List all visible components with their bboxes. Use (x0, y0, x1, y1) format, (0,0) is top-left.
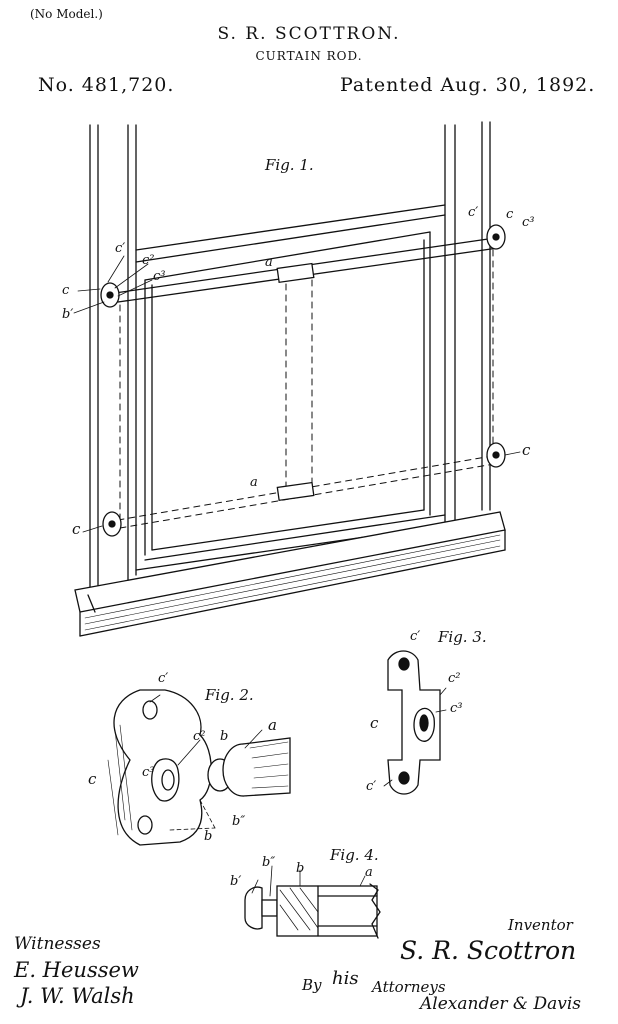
his-label: his (332, 968, 359, 989)
fig1-label-c-right: c (506, 207, 514, 222)
fig2-label-a: a (268, 716, 277, 734)
fig1-label-c-left: c (62, 283, 70, 298)
fig2-label-c3: c³ (142, 765, 155, 780)
fig3-label-c1-top: c′ (410, 629, 421, 644)
patent-title: CURTAIN ROD. (255, 49, 363, 63)
fig2-label-c2: c² (193, 729, 206, 744)
fig2-label-c: c (88, 770, 97, 788)
fig3-label-c2: c² (448, 671, 461, 686)
fig1-label-a-lower: a (250, 475, 258, 490)
fig4-label-b1: b′ (230, 874, 242, 889)
fig1-label-c-lower-left: c (72, 520, 81, 538)
fig3-label-c: c (370, 714, 379, 732)
fig3-plate-drawing (383, 650, 447, 795)
fig2-label-b2: b″ (232, 814, 246, 829)
fig2-title: Fig. 2. (205, 686, 254, 704)
witness-1-signature: E. Heussew (14, 958, 139, 982)
attorneys-label: Attorneys (372, 978, 446, 996)
patent-date: Patented Aug. 30, 1892. (340, 74, 596, 96)
fig4-title: Fig. 4. (330, 846, 379, 864)
fig2-bracket-drawing (107, 689, 291, 846)
fig4-label-b2: b″ (262, 855, 276, 870)
fig3-title: Fig. 3. (438, 628, 487, 646)
fig2-label-b-lower: b (204, 829, 213, 844)
fig4-section-drawing (244, 865, 381, 939)
inventor-signature: S. R. Scottron (400, 936, 577, 965)
fig3-label-c3: c³ (450, 701, 463, 716)
fig1-label-c-lower-right: c (522, 441, 531, 459)
fig4-label-b: b (296, 861, 305, 876)
fig4-label-a: a (365, 865, 373, 880)
by-label: By (302, 976, 322, 994)
fig1-title: Fig. 1. (265, 156, 314, 174)
attorneys-signature: Alexander & Davis (420, 994, 581, 1014)
fig1-window-drawing (73, 121, 521, 637)
fig2-label-b: b (220, 729, 229, 744)
witness-2-signature: J. W. Walsh (20, 984, 135, 1008)
fig3-label-c1-bottom: c′ (366, 779, 377, 794)
fig1-label-c1-right: c′ (468, 205, 479, 220)
fig1-label-c3-right: c³ (522, 215, 535, 230)
fig1-label-b1-left: b′ (62, 307, 74, 322)
inventor-label: Inventor (508, 916, 573, 934)
witnesses-label: Witnesses (14, 934, 101, 954)
fig1-label-c1-left: c′ (115, 241, 126, 256)
fig1-label-c3-left: c³ (153, 269, 166, 284)
inventor-heading: S. R. SCOTTRON. (217, 24, 401, 44)
patent-number: No. 481,720. (38, 74, 175, 96)
fig2-label-c1: c′ (158, 671, 169, 686)
fig1-label-a-upper: a (265, 255, 273, 270)
fig1-label-c2-left: c² (142, 253, 155, 268)
no-model-note: (No Model.) (30, 7, 103, 21)
